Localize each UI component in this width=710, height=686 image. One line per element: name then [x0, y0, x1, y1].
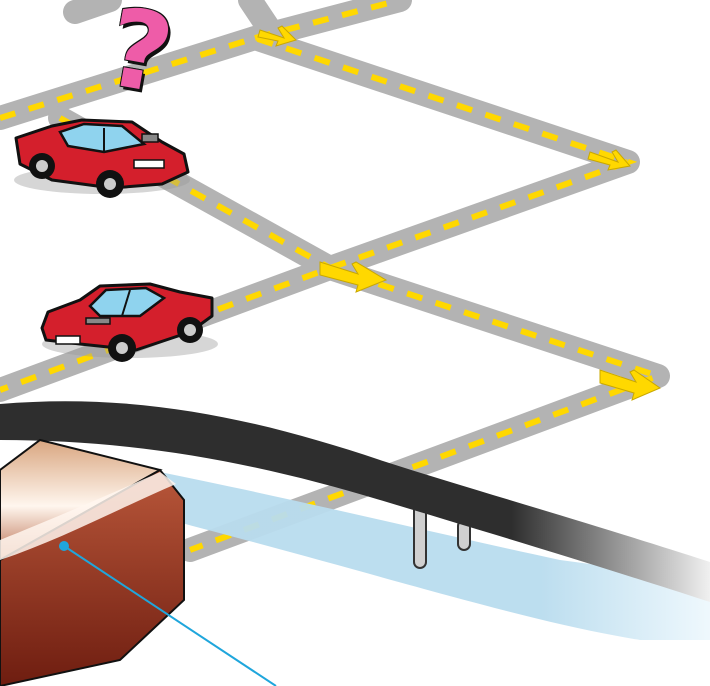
lane-marking-top-right [254, 0, 401, 41]
lane-markings [0, 0, 668, 553]
lane-marking-upper [0, 34, 638, 393]
car-icon [40, 282, 218, 362]
direction-arrows [257, 25, 662, 401]
arrow-icon [587, 149, 631, 171]
lane-marking-lower [58, 115, 668, 553]
car-icon [14, 118, 190, 198]
box-block [0, 438, 185, 686]
road-upper-left [238, 0, 282, 42]
arrow-icon [599, 369, 662, 401]
sheet-shadow [150, 470, 710, 640]
pointer-line [59, 541, 277, 686]
support-posts [413, 499, 471, 569]
arrow-icon [257, 25, 297, 47]
road-upper-diagonal [63, 0, 122, 24]
curtain-sheet [0, 401, 710, 602]
pointer-dot [59, 541, 69, 551]
arrow-icon [319, 261, 388, 293]
